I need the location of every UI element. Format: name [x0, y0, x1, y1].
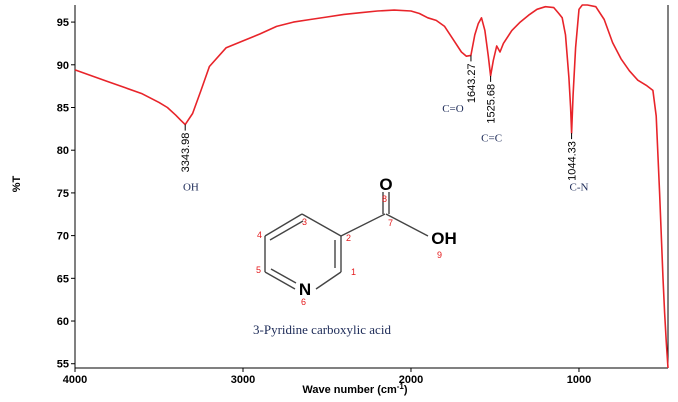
- bond-7-9: [385, 213, 429, 237]
- x-axis-title-end: ): [404, 384, 408, 396]
- y-tick-label: 60: [57, 316, 69, 328]
- bond-3-4: [264, 213, 303, 237]
- group-label: C=C: [481, 133, 502, 145]
- y-tick-label: 80: [57, 145, 69, 157]
- bond-2-7: [340, 213, 386, 237]
- y-tick-label: 90: [57, 60, 69, 72]
- bond-5-6-inner: [270, 268, 297, 284]
- atom-number-7: 7: [388, 218, 393, 228]
- bond-2-3: [301, 213, 342, 237]
- bond-6-1: [315, 271, 342, 290]
- x-axis-title: Wave number (cm-1): [302, 382, 407, 396]
- atom-n: N: [299, 280, 311, 299]
- atom-oh: OH: [431, 229, 457, 248]
- bond-3-4-inner: [269, 220, 304, 241]
- peak-label: 1643.27: [466, 63, 478, 103]
- x-tick-label: 1000: [567, 374, 591, 386]
- atom-number-8: 8: [382, 194, 387, 204]
- atom-number-6: 6: [301, 297, 306, 307]
- atom-number-1: 1: [351, 267, 356, 277]
- atom-number-3: 3: [302, 217, 307, 227]
- y-tick-label: 95: [57, 17, 69, 29]
- peak-label: 1525.68: [486, 84, 498, 124]
- atom-number-2: 2: [346, 233, 351, 243]
- group-label: OH: [183, 181, 199, 193]
- peak-label: 1044.33: [567, 141, 579, 181]
- y-tick-label: 85: [57, 102, 69, 114]
- molecule-caption: 3-Pyridine carboxylic acid: [253, 322, 391, 337]
- atom-o-double: O: [379, 175, 392, 194]
- y-tick-label: 55: [57, 359, 69, 371]
- y-tick-group: 55 60 65 70 75 80 85 90 95: [57, 17, 75, 371]
- y-tick-label: 70: [57, 231, 69, 243]
- spectrum-line: [74, 4, 669, 369]
- x-axis-title-main: Wave number (cm: [302, 384, 397, 396]
- molecule-structure: N O OH 1 2 3 4 5 6 7 8 9 3-Pyridine carb…: [253, 175, 457, 337]
- peak-annotations: 3343.98 1643.27 1525.68 1044.33: [180, 55, 579, 181]
- group-label: C-N: [569, 181, 588, 193]
- bond-5-6: [264, 271, 296, 290]
- group-label: C=O: [442, 103, 464, 115]
- y-tick-label: 65: [57, 273, 69, 285]
- x-axis-title-superscript: -1: [397, 382, 405, 391]
- atom-number-9: 9: [437, 250, 442, 260]
- peak-label: 3343.98: [180, 133, 192, 173]
- x-tick-label: 4000: [63, 374, 87, 386]
- atom-number-4: 4: [257, 230, 262, 240]
- y-tick-label: 75: [57, 188, 69, 200]
- x-tick-label: 2000: [399, 374, 423, 386]
- x-tick-group: 4000 3000 2000 1000: [63, 368, 591, 386]
- x-tick-label: 3000: [231, 374, 255, 386]
- group-annotations: OH C=O C=C C-N: [183, 103, 589, 194]
- y-axis-title: %T: [11, 175, 23, 192]
- atom-number-5: 5: [256, 265, 261, 275]
